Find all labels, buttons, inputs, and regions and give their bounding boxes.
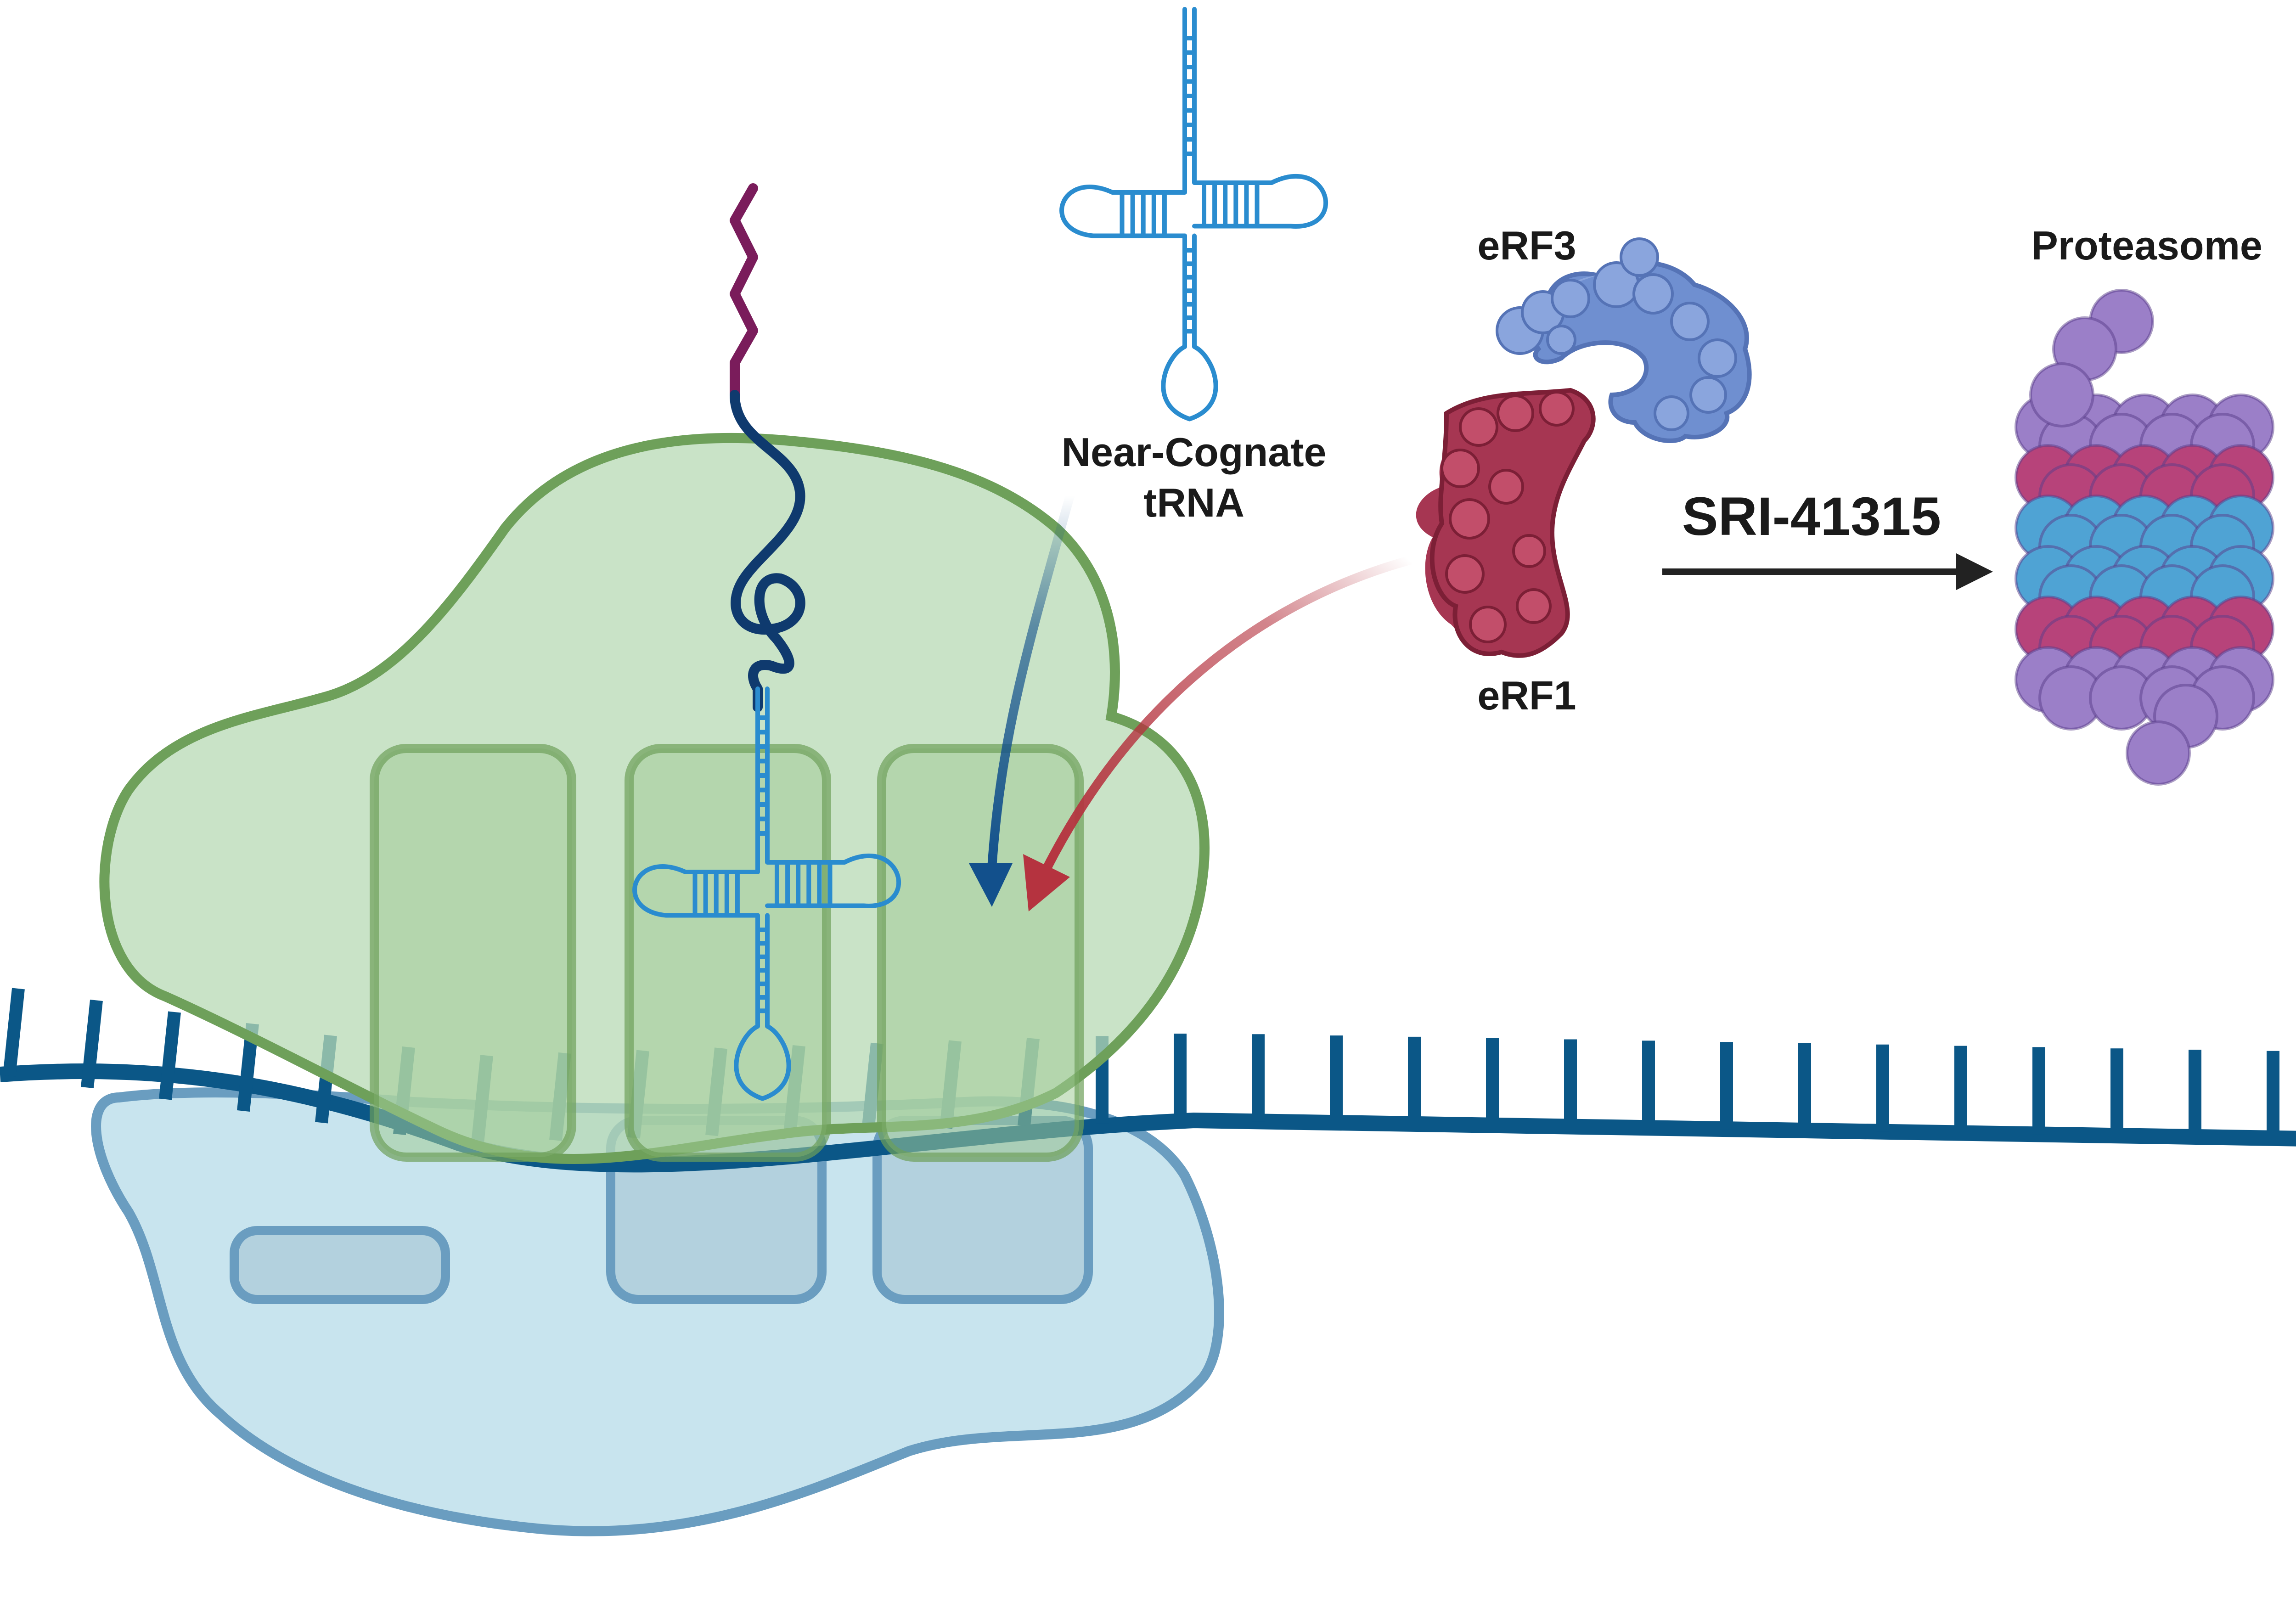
- proteasome-label: Proteasome: [2031, 223, 2262, 268]
- p-site-trna-icon: [632, 686, 901, 1101]
- large-ribosome-subunit-icon: [99, 433, 1210, 1164]
- drug-label: SRI-41315: [1682, 486, 1941, 547]
- trna-entry-arrow-icon: [969, 491, 1075, 907]
- drug-arrow-icon: [1662, 553, 1993, 590]
- trna-label-line1: Near-Cognate: [1062, 429, 1327, 475]
- mrna-codon-tick: [81, 1000, 103, 1088]
- near-cognate-trna-icon: [1059, 6, 1328, 422]
- nascent-peptide-icon: [730, 183, 805, 712]
- mrna-codon-tick: [159, 1011, 181, 1100]
- trna-label-line2: tRNA: [1143, 480, 1244, 525]
- erf3-protein-icon: [1496, 237, 1752, 443]
- erf1-protein-icon: [1416, 388, 1596, 658]
- erf1-entry-arrow-icon: [1023, 556, 1414, 911]
- proteasome-cap-subunit: [2029, 362, 2094, 427]
- mrna-codon-tick: [3, 988, 25, 1077]
- erf1-label: eRF1: [1477, 673, 1576, 718]
- proteasome-cap-subunit: [2126, 720, 2191, 786]
- proteasome-icon: [2015, 289, 2274, 786]
- erf3-label: eRF3: [1477, 223, 1576, 268]
